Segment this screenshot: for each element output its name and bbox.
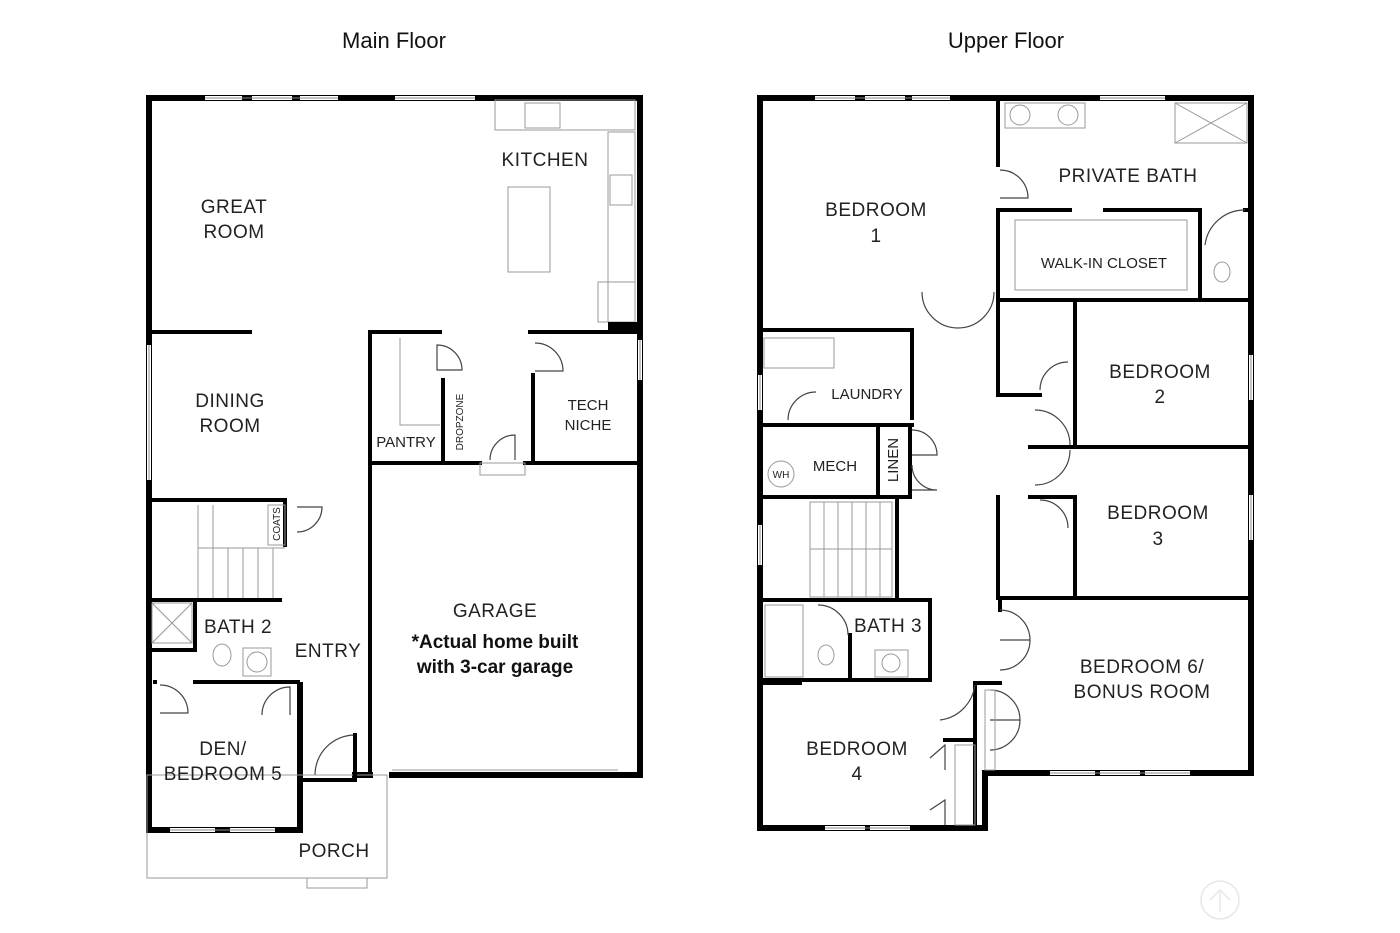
wh-label: WH <box>773 470 790 481</box>
dining-room-label-2: ROOM <box>199 416 260 437</box>
tech-niche-label-2: NICHE <box>565 417 612 434</box>
garage-note-line-2: with 3-car garage <box>416 657 573 678</box>
linen-label: LINEN <box>885 438 902 482</box>
great-room-label-2: ROOM <box>203 222 264 243</box>
bedroom-4-label-2: 4 <box>851 764 862 785</box>
watermark-logo <box>1200 880 1240 920</box>
bedroom-1-label-2: 1 <box>870 226 881 247</box>
upper-floor-title: Upper Floor <box>948 28 1064 53</box>
bath-3-label: BATH 3 <box>854 616 922 637</box>
entry-label: ENTRY <box>295 641 362 662</box>
main-floor-title: Main Floor <box>342 28 446 53</box>
great-room-label: GREAT <box>201 197 268 218</box>
dropzone-label: DROPZONE <box>455 393 466 450</box>
upper-floor-labels: BEDROOM 1 PRIVATE BATH WALK-IN CLOSET LA… <box>773 166 1211 785</box>
bedroom-4-label: BEDROOM <box>806 739 908 760</box>
den-label-2: BEDROOM 5 <box>164 764 283 785</box>
coats-label: COATS <box>272 507 283 541</box>
main-floor-plan <box>146 95 643 889</box>
bedroom-3-label: BEDROOM <box>1107 503 1209 524</box>
garage-note-line-1: *Actual home built <box>412 632 579 653</box>
bedroom-6-label-2: BONUS ROOM <box>1074 682 1211 703</box>
walk-in-closet-label: WALK-IN CLOSET <box>1041 255 1167 272</box>
bath-2-label: BATH 2 <box>204 617 272 638</box>
tech-niche-label: TECH <box>568 397 609 414</box>
bedroom-3-label-2: 3 <box>1152 529 1163 550</box>
laundry-label: LAUNDRY <box>831 386 902 403</box>
mech-label: MECH <box>813 458 857 475</box>
main-floor-labels: GREAT ROOM KITCHEN DINING ROOM PANTRY DR… <box>164 150 612 862</box>
bedroom-6-label: BEDROOM 6/ <box>1080 657 1205 678</box>
private-bath-label: PRIVATE BATH <box>1058 166 1197 187</box>
bedroom-2-label-2: 2 <box>1154 387 1165 408</box>
bedroom-1-label: BEDROOM <box>825 200 927 221</box>
garage-label: GARAGE <box>453 601 537 622</box>
porch-label: PORCH <box>298 841 369 862</box>
bedroom-2-label: BEDROOM <box>1109 362 1211 383</box>
pantry-label: PANTRY <box>376 434 435 451</box>
den-label: DEN/ <box>199 739 247 760</box>
upper-floor-plan <box>757 95 1254 831</box>
dining-room-label: DINING <box>195 391 265 412</box>
kitchen-label: KITCHEN <box>502 150 589 171</box>
